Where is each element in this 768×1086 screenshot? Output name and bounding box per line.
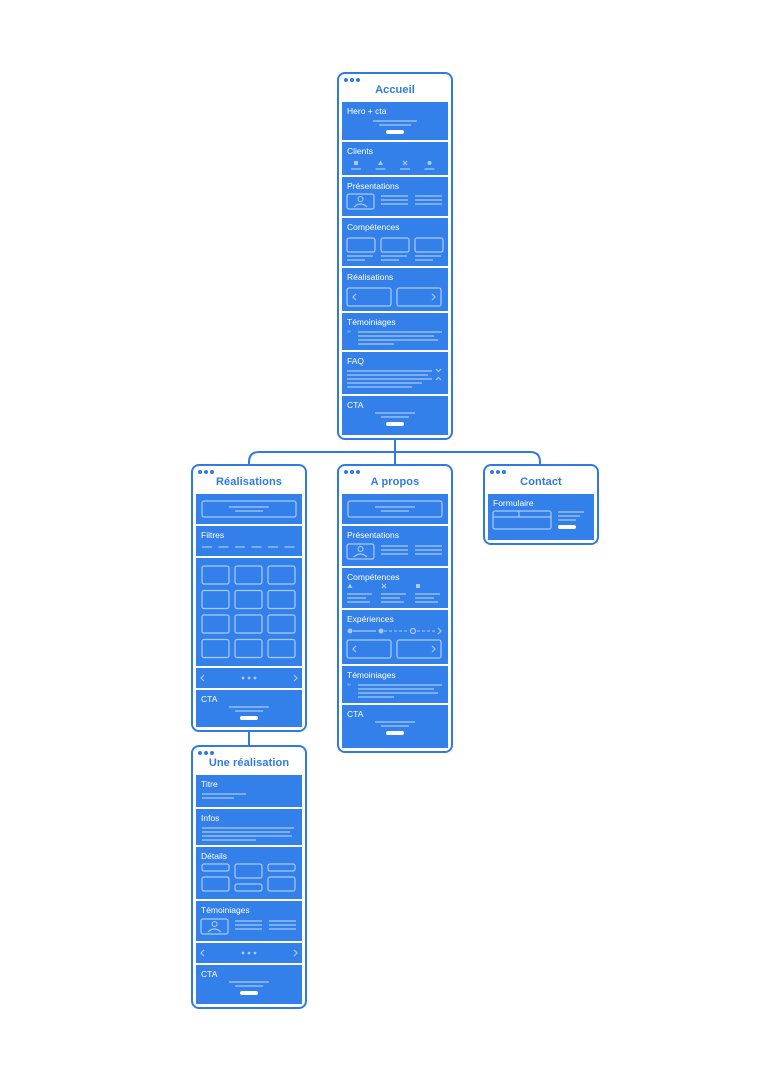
svg-text:”: ” bbox=[347, 682, 351, 692]
page-title: Accueil bbox=[375, 84, 415, 96]
section-label: Témoiniages bbox=[347, 317, 396, 327]
presentation-wireframe bbox=[346, 193, 442, 210]
section-label: Présentations bbox=[347, 181, 399, 191]
competences-wireframe bbox=[347, 583, 440, 603]
page-card-une-realisation: Une réalisation Titre Infos Détails Témo… bbox=[191, 745, 307, 1009]
filters-wireframe bbox=[202, 546, 295, 548]
section-cta: CTA bbox=[196, 965, 302, 1004]
cta-wireframe bbox=[375, 721, 415, 735]
section-label: Titre bbox=[201, 779, 218, 789]
page-title: Une réalisation bbox=[208, 757, 290, 769]
header-wireframe bbox=[347, 500, 443, 518]
section-clients: Clients bbox=[342, 142, 448, 175]
pagination-wireframe bbox=[200, 674, 298, 682]
section-cta: CTA bbox=[196, 690, 302, 727]
page-title: Réalisations bbox=[215, 476, 282, 488]
section-cta: CTA bbox=[342, 705, 448, 748]
info-wireframe bbox=[202, 827, 294, 841]
section-label: Compétences bbox=[347, 572, 400, 582]
page-title: A propos bbox=[370, 476, 420, 488]
page-card-realisations: Réalisations Filtres CTA bbox=[191, 464, 307, 732]
section-infos: Infos bbox=[196, 809, 302, 845]
section-label: Détails bbox=[201, 851, 227, 861]
section-label: Expériences bbox=[347, 614, 394, 624]
section-temoignages: Témoiniages ” bbox=[342, 313, 448, 350]
pagination-wireframe bbox=[200, 949, 298, 957]
section-label: Présentations bbox=[347, 530, 399, 540]
title-wireframe bbox=[202, 793, 246, 799]
header-wireframe bbox=[201, 500, 297, 518]
window-dots-icon bbox=[198, 751, 214, 755]
details-wireframe bbox=[201, 863, 296, 892]
section-label: Hero + cta bbox=[347, 106, 387, 116]
testimonial-wireframe: ” bbox=[347, 329, 442, 345]
section-competences: Compétences bbox=[342, 218, 448, 266]
section-pagination bbox=[196, 943, 302, 963]
section-header bbox=[196, 494, 302, 524]
section-header bbox=[342, 494, 448, 524]
competences-wireframe bbox=[346, 237, 444, 261]
experiences-wireframe bbox=[346, 627, 442, 659]
testimonial-wireframe: ” bbox=[347, 682, 442, 698]
section-competences: Compétences bbox=[342, 568, 448, 608]
faq-wireframe bbox=[347, 368, 442, 388]
section-label: Filtres bbox=[201, 530, 225, 540]
testimonial-wireframe bbox=[200, 918, 296, 935]
section-label: Clients bbox=[347, 146, 373, 156]
section-label: Formulaire bbox=[493, 498, 534, 508]
section-hero: Hero + cta bbox=[342, 102, 448, 140]
presentation-wireframe bbox=[346, 543, 442, 560]
window-dots-icon bbox=[344, 470, 360, 474]
section-label: Réalisations bbox=[347, 272, 394, 282]
form-wireframe bbox=[492, 510, 584, 530]
cta-wireframe bbox=[375, 412, 415, 426]
section-presentations: Présentations bbox=[342, 526, 448, 566]
cta-wireframe bbox=[229, 981, 269, 995]
section-formulaire: Formulaire bbox=[488, 494, 594, 540]
section-label: FAQ bbox=[347, 356, 365, 366]
section-label: Témoiniages bbox=[347, 670, 396, 680]
hero-wireframe bbox=[373, 120, 417, 134]
section-faq: FAQ bbox=[342, 352, 448, 394]
section-label: Témoiniages bbox=[201, 905, 250, 915]
window-dots-icon bbox=[344, 78, 360, 82]
section-label: CTA bbox=[201, 694, 218, 704]
section-experiences: Expériences bbox=[342, 610, 448, 664]
section-realisations: Réalisations bbox=[342, 268, 448, 311]
section-pagination bbox=[196, 668, 302, 688]
section-temoignages: Témoiniages ” bbox=[342, 666, 448, 703]
page-title: Contact bbox=[520, 476, 562, 488]
section-label: CTA bbox=[347, 400, 364, 410]
section-titre: Titre bbox=[196, 775, 302, 807]
section-presentations: Présentations bbox=[342, 177, 448, 216]
section-grid bbox=[196, 558, 302, 666]
slider-wireframe bbox=[346, 287, 442, 307]
cta-wireframe bbox=[229, 706, 269, 720]
page-card-apropos: A propos Présentations Compétences Expér… bbox=[337, 464, 453, 753]
page-card-contact: Contact Formulaire bbox=[483, 464, 599, 545]
svg-text:”: ” bbox=[347, 329, 351, 339]
section-temoignages: Témoiniages bbox=[196, 901, 302, 941]
grid-wireframe bbox=[201, 565, 296, 659]
window-dots-icon bbox=[198, 470, 214, 474]
page-card-accueil: Accueil Hero + cta Clients Présentations… bbox=[337, 72, 453, 440]
client-logos-wireframe bbox=[351, 160, 435, 170]
section-label: Compétences bbox=[347, 222, 400, 232]
section-details: Détails bbox=[196, 847, 302, 899]
section-label: CTA bbox=[347, 709, 364, 719]
section-filtres: Filtres bbox=[196, 526, 302, 556]
section-label: CTA bbox=[201, 969, 218, 979]
window-dots-icon bbox=[490, 470, 506, 474]
section-label: Infos bbox=[201, 813, 220, 823]
section-cta: CTA bbox=[342, 396, 448, 435]
